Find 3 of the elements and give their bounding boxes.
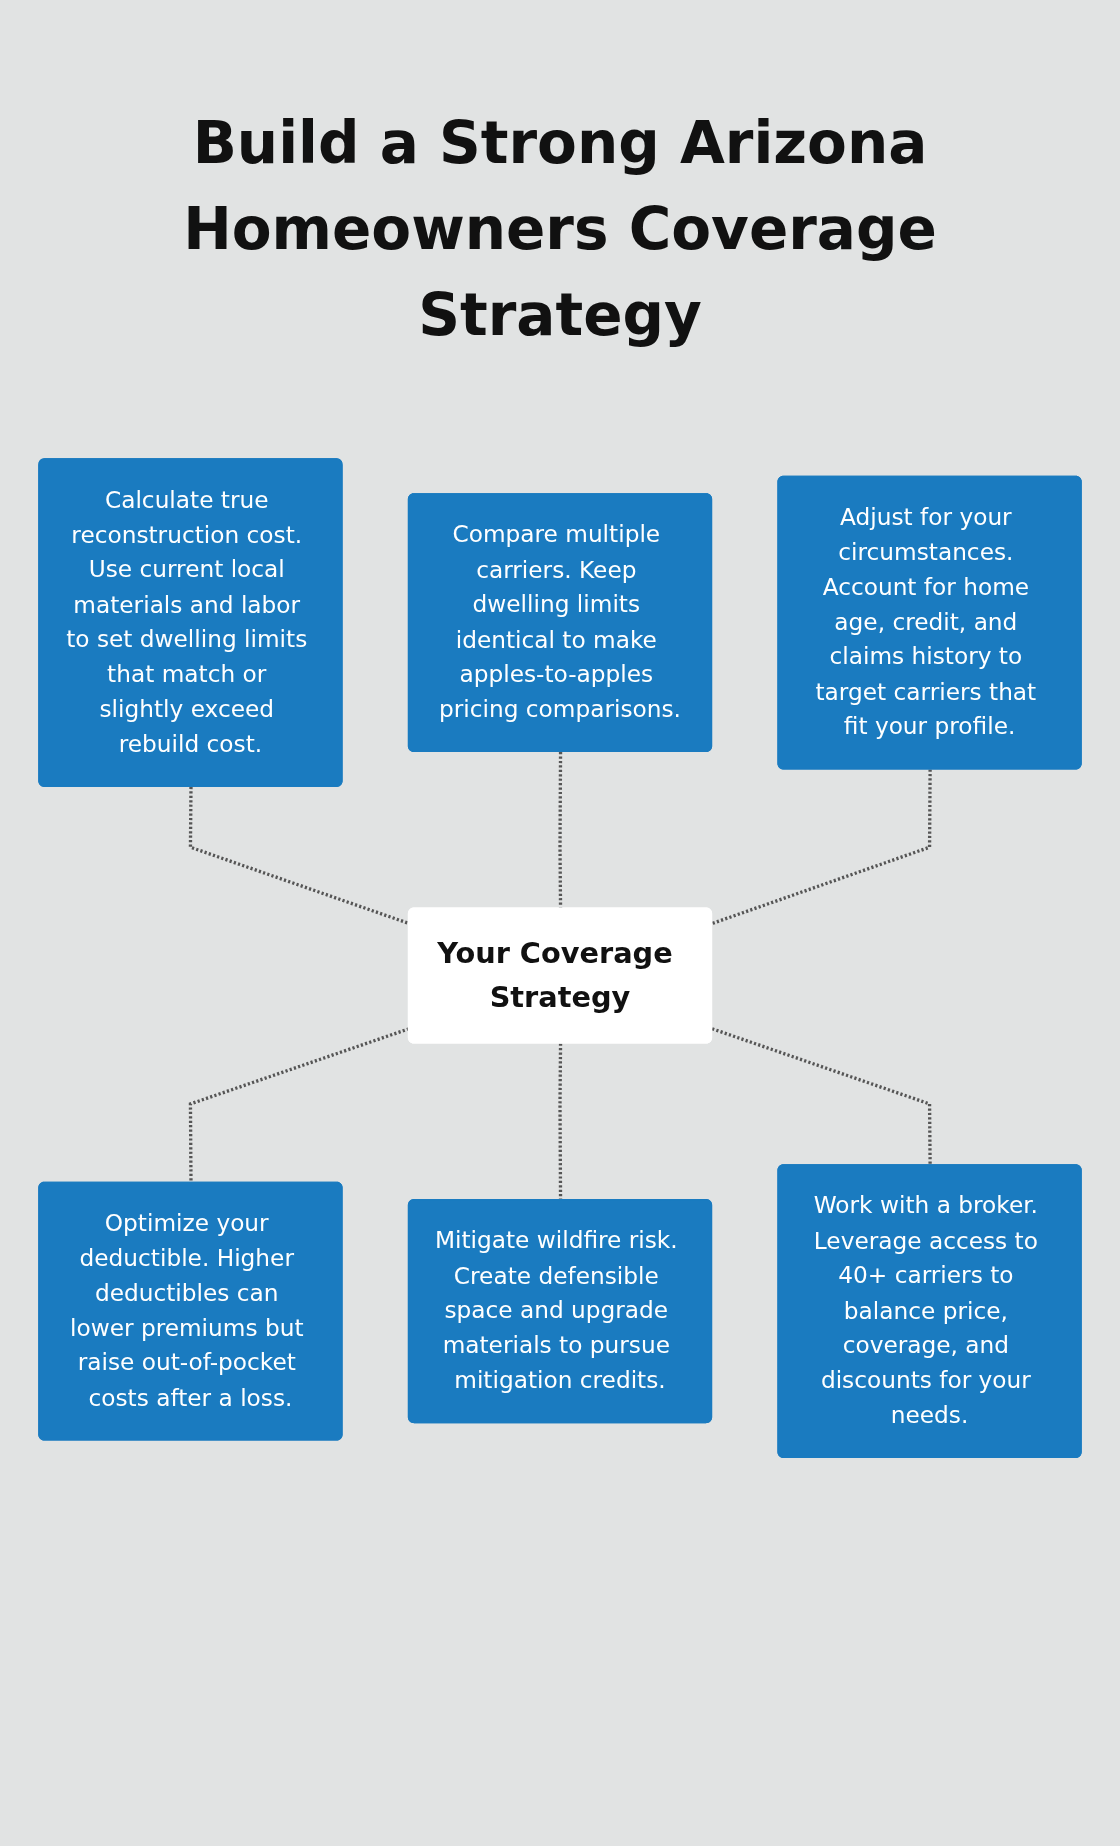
connector	[711, 1027, 932, 1166]
title: Build a Strong Arizona Homeowners Coverage Strategy	[182, 108, 938, 351]
connector	[711, 769, 932, 926]
